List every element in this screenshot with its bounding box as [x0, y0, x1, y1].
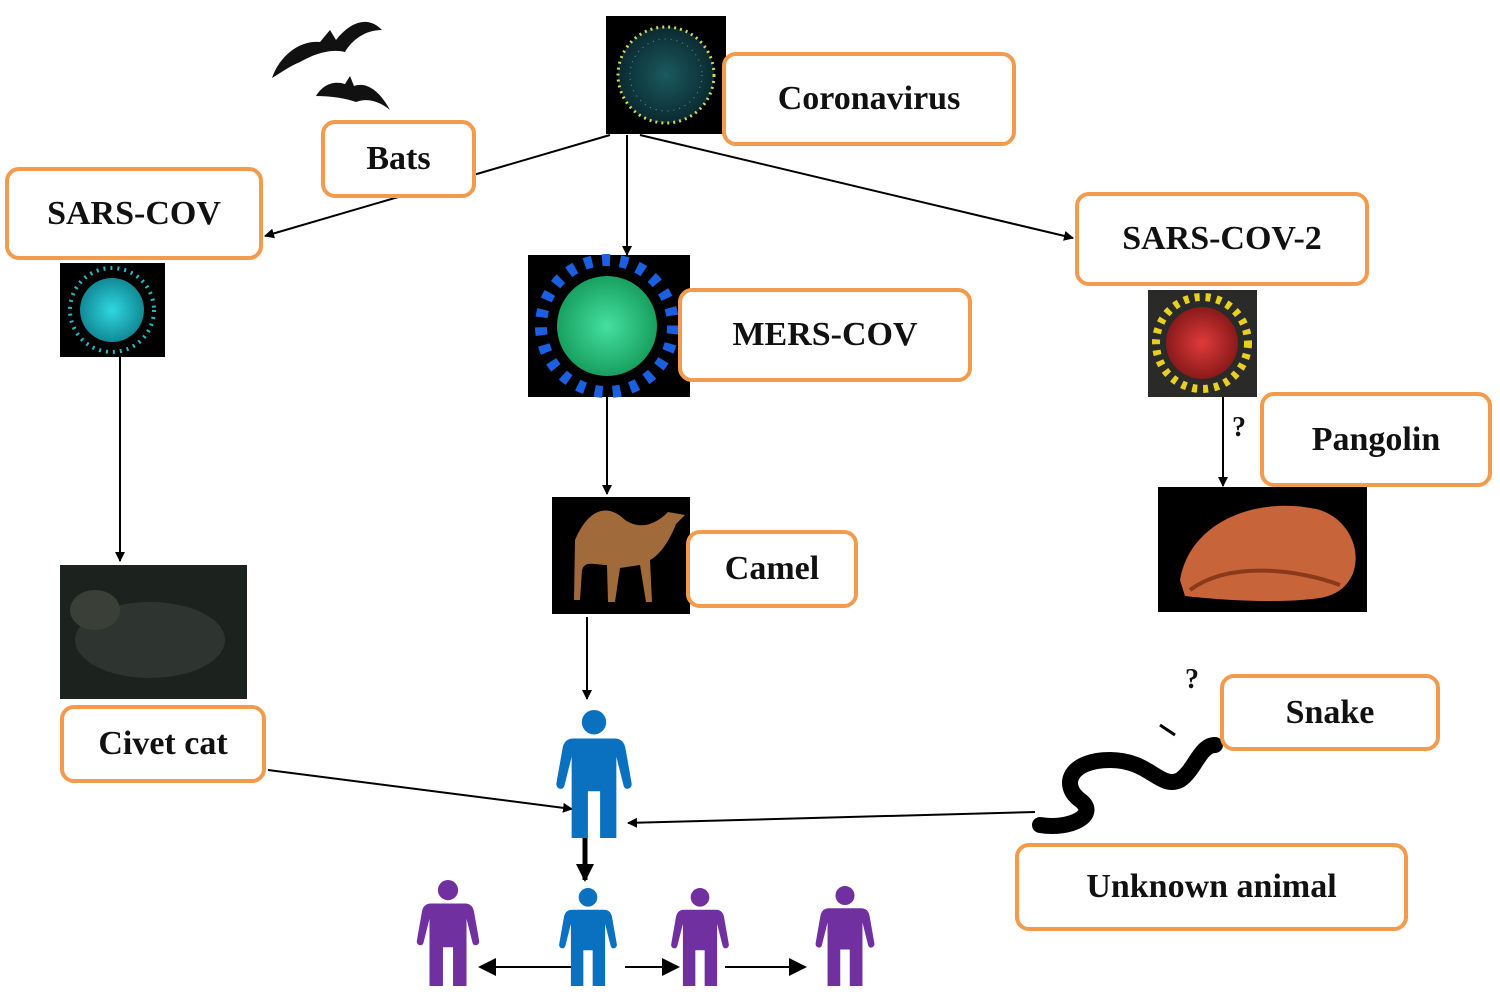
label-coronavirus: Coronavirus	[722, 52, 1016, 146]
snake-question-mark: ?	[1185, 664, 1199, 695]
coronavirus-image	[606, 16, 726, 134]
human-contact-icon	[671, 888, 729, 986]
label-sars-cov-2: SARS-COV-2	[1075, 192, 1369, 286]
label-mers-cov: MERS-COV	[678, 288, 972, 382]
human-contact-icon	[416, 880, 480, 986]
label-bats: Bats	[321, 120, 476, 198]
bat-icon	[272, 21, 390, 110]
arrows	[115, 134, 1228, 976]
label-snake: Snake	[1220, 674, 1440, 751]
civet-cat-image	[60, 565, 247, 699]
human-contact-icon	[815, 886, 875, 986]
human-carrier-icon	[559, 888, 617, 986]
arrow-civet-to-human	[267, 769, 573, 813]
arrow-coronavirus-to-sars-cov-2	[639, 134, 1074, 241]
snake-icon	[1032, 723, 1223, 834]
sars-cov-image	[60, 263, 165, 357]
pangolin-image	[1158, 487, 1367, 612]
pangolin-question-mark: ?	[1232, 412, 1246, 443]
label-pangolin: Pangolin	[1260, 392, 1492, 487]
sars-cov-2-image	[1148, 290, 1257, 397]
label-camel: Camel	[686, 530, 858, 608]
label-unknown-animal: Unknown animal	[1015, 843, 1408, 931]
label-civet-cat: Civet cat	[60, 705, 266, 783]
label-sars-cov: SARS-COV	[5, 167, 263, 260]
mers-cov-image	[528, 254, 690, 398]
arrow-snake-to-human	[627, 811, 1036, 828]
human-infected-icon	[556, 710, 632, 838]
camel-image	[552, 497, 690, 614]
